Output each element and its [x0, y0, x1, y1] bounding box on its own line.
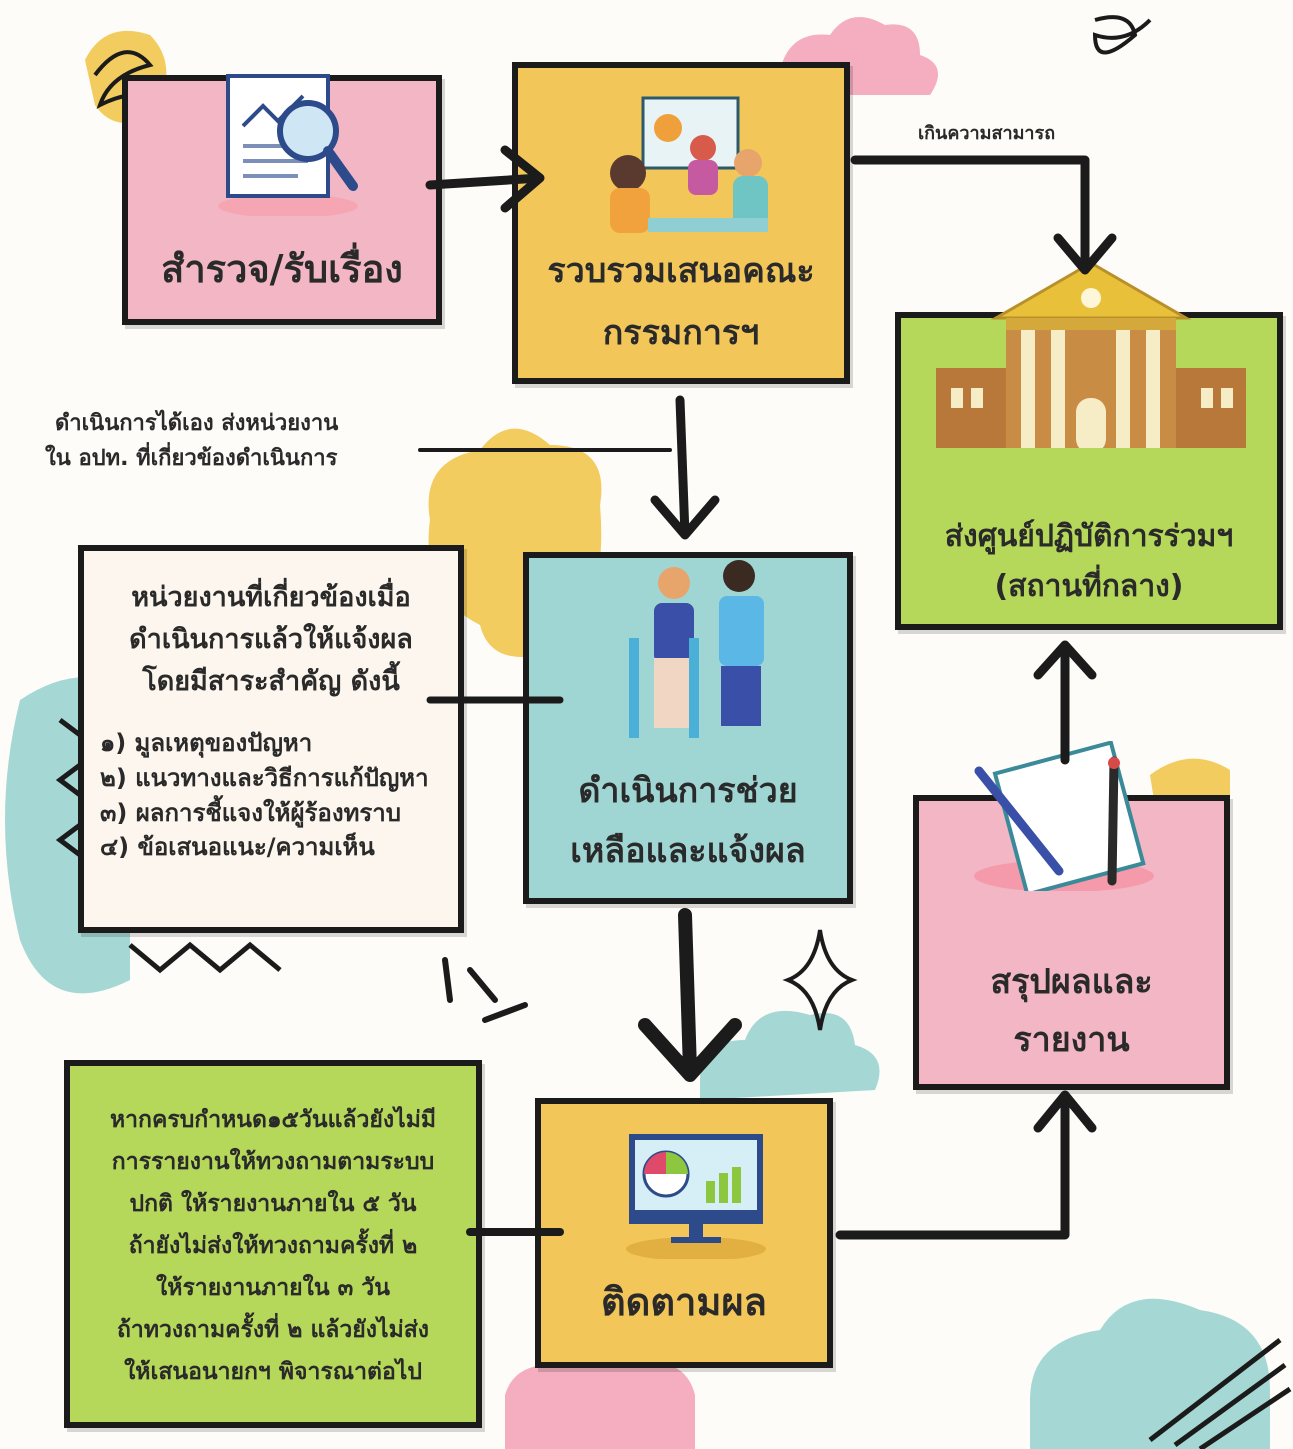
- star-decoration: [782, 929, 858, 1031]
- deadline-line: ให้รายงานภายใน ๓ วัน: [156, 1275, 390, 1301]
- deadline-line: ปกติ ให้รายงานภายใน ๕ วัน: [129, 1191, 417, 1217]
- meeting-icon: [610, 96, 768, 233]
- self-handle-label-line1: ดำเนินการได้เอง ส่งหน่วยงาน: [55, 411, 339, 436]
- assist-box: ดำเนินการช่วย เหลือและแจ้งผล: [523, 552, 853, 904]
- report-heading-2: ดำเนินการแล้วให้แจ้งผล: [129, 624, 413, 655]
- deadline-line: ถ้ายังไม่ส่งให้ทวงถามครั้งที่ ๒: [128, 1233, 418, 1259]
- report-item: ๑) มูลเหตุของปัญหา: [100, 729, 313, 757]
- report-item: ๔) ข้อเสนอแนะ/ความเห็น: [100, 833, 375, 862]
- arrow-assist-to-follow: [638, 908, 742, 1082]
- summary-box: สรุปผลและ รายงาน: [913, 741, 1230, 1090]
- building-icon: [936, 261, 1246, 448]
- committee-title-line2: กรรมการฯ: [602, 313, 760, 353]
- report-items-list: ๑) มูลเหตุของปัญหา ๒) แนวทางและวิธีการแก…: [100, 726, 429, 865]
- deadline-box: หากครบกำหนด๑๕วันแล้วยังไม่มี การรายงานให…: [64, 1060, 482, 1428]
- survey-title: สำรวจ/รับเรื่อง: [161, 247, 403, 291]
- committee-title-line1: รวบรวมเสนอคณะ: [547, 251, 815, 291]
- deadline-line: ให้เสนอนายกฯ พิจารณาต่อไป: [124, 1359, 422, 1385]
- caregiver-icon: [629, 560, 764, 738]
- assist-title-line1: ดำเนินการช่วย: [578, 771, 798, 811]
- summary-title-line1: สรุปผลและ: [990, 962, 1153, 1002]
- deadline-line: การรายงานให้ทวงถามตามระบบ: [111, 1149, 435, 1175]
- arrow-committee-to-assist: [650, 395, 720, 540]
- zigzag-decoration: [128, 941, 282, 974]
- report-heading-3: โดยมีสาระสำคัญ ดังนี้: [142, 666, 400, 697]
- dash-decoration: [442, 957, 528, 1023]
- squiggle-decoration: [1092, 15, 1152, 55]
- deadline-line: หากครบกำหนด๑๕วันแล้วยังไม่มี: [109, 1107, 437, 1133]
- assist-title-line2: เหลือและแจ้งผล: [570, 831, 806, 871]
- arrow-follow-to-summary: [835, 1090, 1097, 1240]
- center-box: ส่งศูนย์ปฏิบัติการร่วมฯ (สถานที่กลาง): [895, 261, 1283, 630]
- center-title-line2: (สถานที่กลาง): [994, 569, 1184, 604]
- cloud-decoration: [700, 1010, 880, 1100]
- document-search-icon: [218, 74, 358, 216]
- report-item: ๓) ผลการชี้แจงให้ผู้ร้องทราบ: [100, 798, 401, 827]
- report-requirements-box: หน่วยงานที่เกี่ยวข้องเมื่อ ดำเนินการแล้ว…: [78, 545, 464, 933]
- report-heading-1: หน่วยงานที่เกี่ยวข้องเมื่อ: [131, 582, 411, 613]
- committee-box: รวบรวมเสนอคณะ กรรมการฯ: [512, 62, 850, 384]
- survey-box: สำรวจ/รับเรื่อง: [122, 74, 442, 325]
- exceed-capacity-label: เกินความสามารถ: [918, 123, 1056, 144]
- center-title-line1: ส่งศูนย์ปฏิบัติการร่วมฯ: [944, 519, 1234, 554]
- summary-title-line2: รายงาน: [1013, 1020, 1130, 1060]
- deadline-line: ถ้าทวงถามครั้งที่ ๒ แล้วยังไม่ส่ง: [117, 1317, 429, 1343]
- cloud-decoration: [1030, 1298, 1270, 1449]
- line-decoration: [1148, 1338, 1292, 1449]
- report-item: ๒) แนวทางและวิธีการแก้ปัญหา: [100, 763, 429, 792]
- arrow-committee-to-center: [850, 155, 1117, 275]
- blob-decoration: [505, 1352, 695, 1449]
- arrow-summary-to-center: [1033, 640, 1097, 765]
- monitor-chart-icon: [626, 1134, 766, 1259]
- follow-box: ติดตามผล: [535, 1098, 833, 1368]
- notebook-icon: [974, 741, 1154, 891]
- arrow-survey-to-committee: [425, 145, 545, 213]
- follow-title: ติดตามผล: [601, 1280, 767, 1324]
- self-handle-label-line2: ใน อปท. ที่เกี่ยวข้องดำเนินการ: [45, 446, 338, 471]
